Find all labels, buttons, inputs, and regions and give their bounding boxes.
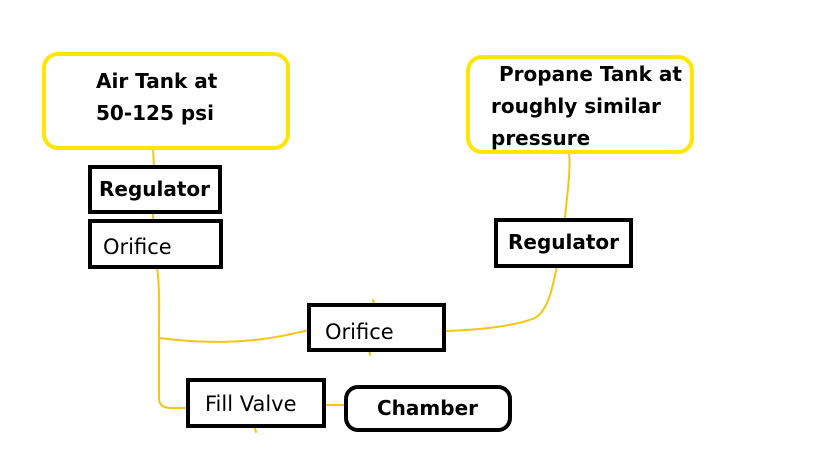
chamber-box: Chamber [344, 385, 512, 432]
propane-tank-label-line2: roughly similar [491, 94, 661, 118]
line-propane-to-regulator [564, 151, 571, 219]
air-tank-box: Air Tank at 50-125 psi [42, 52, 290, 150]
orifice-middle-box: Orifice [307, 303, 446, 352]
regulator-right-label: Regulator [508, 230, 620, 254]
air-tank-label-line1: Air Tank at [96, 69, 218, 93]
line-orifice-middle-stub-top [372, 299, 375, 304]
propane-tank-label-line3: pressure [491, 126, 591, 150]
fill-valve-label: Fill Valve [205, 392, 297, 416]
regulator-left-box: Regulator [88, 165, 222, 214]
orifice-left-box: Orifice [88, 219, 223, 269]
line-trunk-to-orifice-middle [158, 329, 310, 343]
line-air-tank-to-regulator [152, 147, 155, 169]
chamber-label: Chamber [377, 396, 478, 420]
orifice-left-label: Orifice [103, 235, 172, 259]
orifice-middle-label: Orifice [325, 320, 394, 344]
propane-tank-label-line1: Propane Tank at [499, 62, 682, 86]
regulator-right-box: Regulator [494, 218, 633, 268]
fill-valve-box: Fill Valve [186, 378, 326, 428]
line-regulator-right-to-orifice [444, 265, 558, 332]
air-tank-label-line2: 50-125 psi [96, 101, 214, 125]
regulator-left-label: Regulator [99, 177, 211, 201]
line-orifice-left-trunk [156, 266, 189, 409]
propane-tank-box: Propane Tank at roughly similar pressure [466, 55, 694, 154]
